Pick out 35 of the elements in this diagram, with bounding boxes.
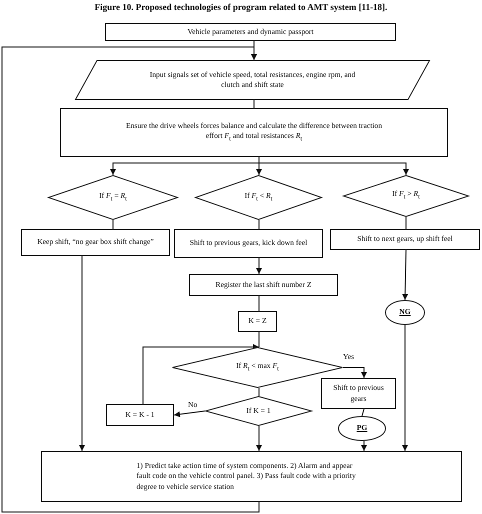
input-parallelogram xyxy=(75,60,430,100)
connector-line xyxy=(258,220,260,230)
arrow xyxy=(402,324,408,452)
connector-line xyxy=(362,408,364,416)
arrow xyxy=(402,250,408,300)
arrow xyxy=(342,367,367,378)
connector-line xyxy=(258,388,260,396)
connector-ellipse xyxy=(338,416,386,441)
connector-line xyxy=(258,332,260,348)
decision-diamond xyxy=(195,175,322,220)
decision-diamond xyxy=(205,396,312,426)
process-box xyxy=(60,108,448,157)
process-box xyxy=(330,229,480,250)
arrow xyxy=(256,426,262,452)
figure-title: Figure 10. Proposed technologies of program related to AMT system [11-18]. xyxy=(94,2,388,12)
process-box xyxy=(21,229,170,256)
arrow xyxy=(2,46,260,512)
connector-ellipse xyxy=(385,300,425,325)
process-box xyxy=(41,451,462,502)
arrow xyxy=(258,156,409,176)
process-box xyxy=(189,274,338,296)
decision-diamond xyxy=(48,175,178,220)
decision-diamond xyxy=(343,175,469,217)
process-box xyxy=(106,404,174,426)
arrow xyxy=(361,440,367,452)
process-box xyxy=(105,23,396,41)
arrow xyxy=(256,258,262,274)
arrow xyxy=(174,410,206,418)
arrow xyxy=(79,256,85,452)
arrow xyxy=(142,344,260,404)
process-box xyxy=(174,229,323,258)
connector-line xyxy=(112,220,114,230)
connector-line xyxy=(258,296,260,312)
process-box xyxy=(321,378,396,409)
process-box xyxy=(238,311,277,332)
